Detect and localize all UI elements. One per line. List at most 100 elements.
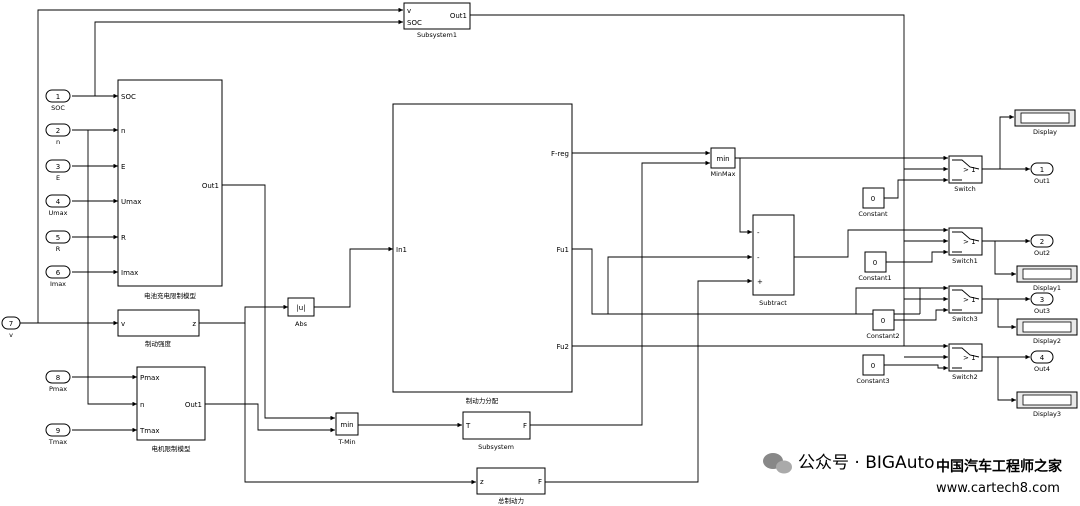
port-label: n bbox=[140, 401, 144, 409]
port-label: Umax bbox=[121, 198, 141, 206]
port-label: Fu2 bbox=[556, 343, 569, 351]
total-brake-force-block[interactable]: z F 总制动力 bbox=[476, 467, 546, 505]
watermark-line3: www.cartech8.com bbox=[936, 481, 1060, 496]
block-caption: Switch1 bbox=[952, 257, 978, 265]
port-label: z bbox=[192, 320, 196, 328]
block-caption: T-Min bbox=[337, 438, 355, 446]
block-caption: MinMax bbox=[711, 170, 736, 178]
display2-block[interactable]: Display2 bbox=[1016, 318, 1078, 345]
port-label: Tmax bbox=[139, 427, 160, 435]
inport-e[interactable]: 3 E bbox=[45, 159, 71, 182]
block-label: |u| bbox=[296, 304, 305, 312]
inport-v[interactable]: 7 v bbox=[1, 316, 21, 339]
inport-label: Pmax bbox=[49, 385, 67, 393]
port-label: Out1 bbox=[185, 401, 202, 409]
switch-label: > 1 bbox=[963, 296, 976, 304]
constant2-block[interactable]: 0 Constant2 bbox=[866, 309, 900, 340]
outport-number: 4 bbox=[1040, 354, 1045, 362]
inport-soc[interactable]: 1 SOC bbox=[45, 89, 71, 112]
inport-label: n bbox=[56, 138, 60, 146]
inport-imax[interactable]: 6 Imax bbox=[45, 265, 71, 288]
inport-number: 8 bbox=[56, 374, 60, 382]
block-label: min bbox=[716, 155, 729, 163]
display3-block[interactable]: Display3 bbox=[1016, 391, 1078, 418]
constant1-block[interactable]: 0 Constant1 bbox=[858, 251, 892, 282]
port-label: R bbox=[121, 234, 126, 242]
port-label: E bbox=[121, 163, 125, 171]
switch-label: > 1 bbox=[963, 238, 976, 246]
inport-label: E bbox=[56, 174, 60, 182]
watermark: 公众号 · BIGAuto 中国汽车工程师之家 www.cartech8.com bbox=[763, 453, 1063, 496]
outport-2[interactable]: 2 Out2 bbox=[1030, 234, 1054, 257]
port-label: Out1 bbox=[450, 12, 467, 20]
switch2-block[interactable]: > 1 Switch2 bbox=[948, 343, 983, 381]
inport-label: R bbox=[56, 245, 61, 253]
block-caption: Switch bbox=[954, 185, 976, 193]
outport-3[interactable]: 3 Out3 bbox=[1030, 292, 1054, 315]
port-label: v bbox=[121, 320, 125, 328]
subtract-block[interactable]: - - + Subtract bbox=[752, 214, 795, 307]
outport-number: 1 bbox=[1040, 166, 1044, 174]
block-caption: Switch3 bbox=[952, 315, 978, 323]
sign-label: + bbox=[757, 278, 763, 286]
constant-value: 0 bbox=[871, 362, 875, 370]
port-label: F bbox=[523, 422, 527, 430]
inport-pmax[interactable]: 8 Pmax bbox=[45, 370, 71, 393]
wechat-icon bbox=[763, 453, 792, 474]
outport-4[interactable]: 4 Out4 bbox=[1030, 350, 1054, 373]
subsystem1-block[interactable]: v SOC Out1 Subsystem1 bbox=[403, 2, 471, 39]
switch-block[interactable]: > 1 Switch bbox=[948, 155, 983, 193]
inport-label: SOC bbox=[51, 104, 65, 112]
watermark-line2: 中国汽车工程师之家 bbox=[936, 458, 1063, 475]
port-label: n bbox=[121, 127, 125, 135]
switch1-block[interactable]: > 1 Switch1 bbox=[948, 227, 983, 265]
block-caption: 制动力分配 bbox=[466, 396, 499, 405]
outport-label: Out3 bbox=[1034, 307, 1050, 315]
inport-label: Imax bbox=[50, 280, 66, 288]
constant-block[interactable]: 0 Constant bbox=[858, 187, 888, 218]
outport-number: 2 bbox=[1040, 238, 1044, 246]
brake-distribution-block[interactable]: In1 F-reg Fu1 Fu2 制动力分配 bbox=[392, 103, 573, 405]
port-label: F bbox=[538, 478, 542, 486]
outport-label: Out1 bbox=[1034, 177, 1050, 185]
block-caption: Constant2 bbox=[866, 332, 899, 340]
inport-number: 1 bbox=[56, 93, 60, 101]
sign-label: - bbox=[757, 254, 760, 262]
outport-1[interactable]: 1 Out1 bbox=[1030, 162, 1054, 185]
switch3-block[interactable]: > 1 Switch3 bbox=[948, 285, 983, 323]
subsystem-block[interactable]: T F Subsystem bbox=[462, 411, 531, 451]
display1-block[interactable]: Display1 bbox=[1016, 265, 1078, 292]
display-block[interactable]: Display bbox=[1014, 109, 1076, 136]
abs-block[interactable]: |u| Abs bbox=[287, 297, 315, 328]
switch-label: > 1 bbox=[963, 166, 976, 174]
inport-number: 4 bbox=[56, 198, 61, 206]
switch-label: > 1 bbox=[963, 354, 976, 362]
port-label: Fu1 bbox=[556, 246, 569, 254]
inport-n[interactable]: 2 n bbox=[45, 123, 71, 146]
minmax-block[interactable]: min MinMax bbox=[710, 147, 736, 178]
port-label: In1 bbox=[396, 246, 407, 254]
inport-label: Tmax bbox=[48, 438, 67, 446]
outport-number: 3 bbox=[1040, 296, 1044, 304]
block-caption: Display3 bbox=[1033, 410, 1061, 418]
battery-limit-block[interactable]: SOC n E Umax R Imax Out1 电池充电限制模型 bbox=[117, 79, 223, 300]
constant3-block[interactable]: 0 Constant3 bbox=[856, 354, 890, 385]
block-caption: Subsystem1 bbox=[417, 31, 457, 39]
port-label: Imax bbox=[121, 269, 138, 277]
inport-tmax[interactable]: 9 Tmax bbox=[45, 423, 71, 446]
inport-number: 7 bbox=[9, 320, 13, 328]
block-caption: 总制动力 bbox=[498, 496, 524, 505]
sign-label: - bbox=[757, 229, 760, 237]
block-caption: Subsystem bbox=[478, 443, 514, 451]
port-label: z bbox=[480, 478, 484, 486]
inport-label: Umax bbox=[49, 209, 68, 217]
motor-limit-block[interactable]: Pmax n Tmax Out1 电机限制模型 bbox=[136, 366, 206, 453]
port-label: Out1 bbox=[202, 182, 219, 190]
inport-number: 3 bbox=[56, 163, 60, 171]
inport-umax[interactable]: 4 Umax bbox=[45, 194, 71, 217]
block-caption: Display1 bbox=[1033, 284, 1061, 292]
brake-strength-block[interactable]: v z 制动强度 bbox=[117, 309, 200, 348]
outport-label: Out4 bbox=[1034, 365, 1050, 373]
inport-r[interactable]: 5 R bbox=[45, 230, 71, 253]
t-min-block[interactable]: min T-Min bbox=[335, 412, 359, 446]
